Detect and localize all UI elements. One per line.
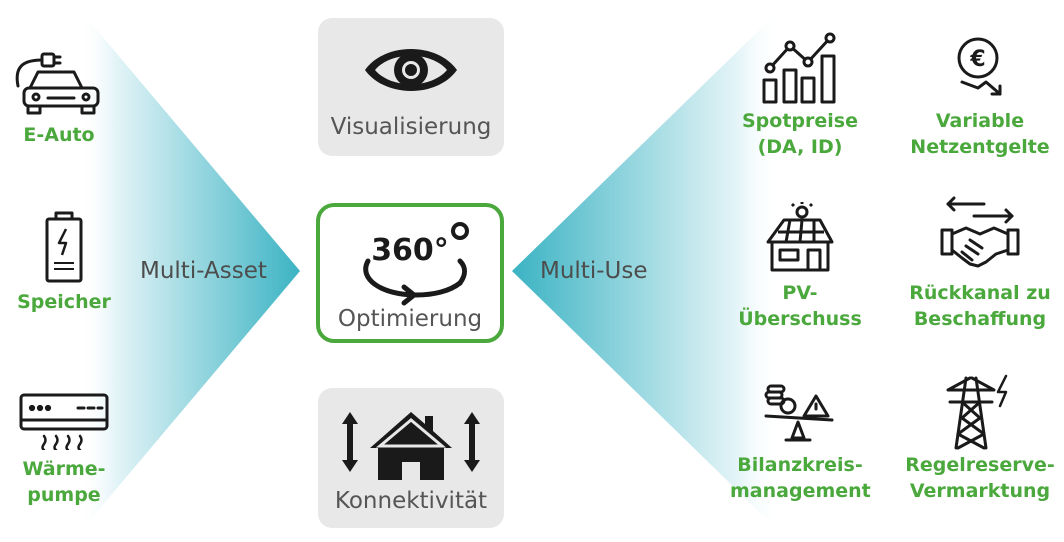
asset-label-e-auto: E-Auto [23,124,95,146]
electric-car-icon [15,52,100,115]
use-label-bilanzkreis: Bilanzkreis- management [730,454,871,502]
visualisierung-box: Visualisierung [318,18,504,156]
flank-label-multi-use: Multi-Use [540,258,648,284]
use-label-rueckkanal: Rückkanal zu Beschaffung [909,282,1051,330]
power-pylon-icon [946,374,1008,450]
use-label-spotpreise: Spotpreise (DA, ID) [742,110,858,158]
asset-label-waermepumpe: Wärme- pumpe [22,458,106,506]
euro-down-icon: € [957,37,1002,96]
left-funnel [80,10,300,532]
right-funnel [512,10,780,532]
use-label-regelreserve: Regelreserve- Vermarktung [905,454,1055,502]
solar-house-icon [766,202,834,272]
house-arrows-icon [342,412,480,480]
optimierung-badge: 360° [371,233,449,268]
eye-icon [365,49,457,91]
heat-pump-icon [19,393,109,450]
battery-icon [45,211,83,283]
line-bar-chart-icon [762,32,836,104]
optimierung-label: Optimierung [337,306,483,332]
konnektivitaet-box: Konnektivität [318,388,504,528]
balance-scale-icon [764,384,834,442]
use-label-pv-ueberschuss: PV- Überschuss [738,282,862,330]
360-rotate-icon [363,222,469,306]
visualisierung-label: Visualisierung [330,114,492,140]
flank-label-multi-asset: Multi-Asset [140,258,267,284]
konnektivitaet-label: Konnektivität [334,488,488,514]
use-label-variable-netzentgelte: Variable Netzentgelte [910,110,1050,158]
svg-text:€: € [969,47,985,72]
handshake-icon [940,196,1020,268]
asset-label-speicher: Speicher [17,291,111,313]
optimierung-box: 360° Optimierung [316,203,504,343]
